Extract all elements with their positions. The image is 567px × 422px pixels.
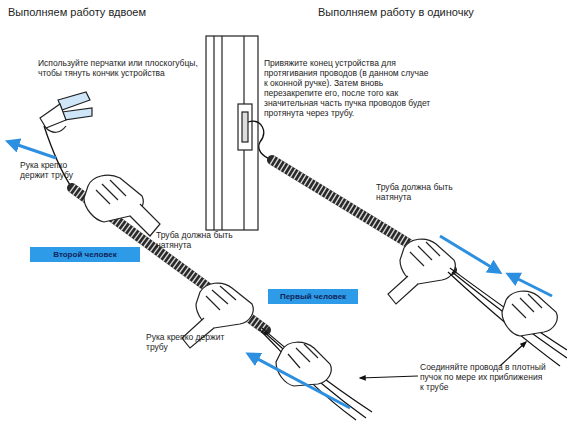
pliers [40, 92, 92, 132]
hand [388, 239, 455, 304]
conduit [272, 160, 452, 270]
scene-heading: Выполняем работу в одиночку [318, 6, 558, 19]
tag-text: Второй человек [53, 250, 117, 259]
note-text: Соединяйте провода в плотный пучок по ме… [420, 362, 546, 392]
person-tag: Первый человек [268, 289, 358, 304]
tie-cord [248, 121, 272, 160]
pull-arrow [440, 236, 496, 270]
wire-bundle [260, 328, 372, 420]
leader-arrow [360, 376, 418, 378]
tag-text: Первый человек [280, 292, 346, 301]
person-tag: Второй человек [30, 247, 140, 262]
pull-arrow [512, 276, 552, 296]
pull-arrow [12, 143, 56, 158]
hand [502, 291, 557, 336]
scene-heading: Выполняем работу вдвоем [8, 6, 228, 19]
note-text: Используйте перчатки или плоскогубцы, чт… [38, 58, 210, 78]
callout-text: Рука крепко держит трубу [146, 332, 226, 352]
wire-bundle [448, 268, 567, 366]
callout-text: Труба должна быть натянута [376, 182, 456, 202]
note-text: Привяжите конец устройства для протягива… [264, 58, 432, 118]
hand [84, 175, 160, 236]
callout-text: Рука крепко держит трубу [20, 160, 90, 180]
hand [276, 342, 331, 386]
pull-arrow [252, 356, 350, 408]
window-frame [206, 36, 258, 230]
callout-text: Труба должна быть натянута [156, 230, 236, 250]
